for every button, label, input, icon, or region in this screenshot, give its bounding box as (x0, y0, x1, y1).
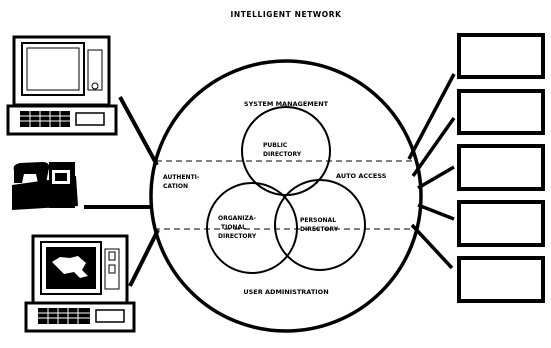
connector-box-5 (412, 225, 452, 268)
computer-terminal-with-map-icon (26, 236, 134, 331)
personal-directory-line2: DIRECTORY (300, 226, 339, 233)
connector-bottom-terminal (130, 230, 158, 286)
personal-directory-circle (275, 180, 365, 270)
user-administration-label: USER ADMINISTRATION (243, 288, 328, 296)
public-directory-line2: DIRECTORY (263, 151, 302, 158)
output-box-3 (459, 146, 543, 189)
output-box-5 (459, 258, 543, 301)
authentication-label-line2: CATION (163, 183, 188, 190)
connector-top-terminal (120, 97, 157, 165)
public-directory-line1: PUBLIC (263, 142, 288, 149)
output-box-1 (459, 35, 543, 77)
personal-directory-line1: PERSONAL (300, 217, 336, 224)
telephone-icon (12, 162, 78, 210)
connector-box-1 (409, 74, 454, 159)
computer-terminal-icon (8, 37, 116, 134)
organizational-directory-line2: TIONAL (221, 224, 246, 231)
system-management-label: SYSTEM MANAGEMENT (244, 100, 329, 108)
authentication-label-line1: AUTHENTI- (163, 174, 200, 181)
organizational-directory-line1: ORGANIZA- (218, 215, 257, 222)
auto-access-label: AUTO ACCESS (336, 172, 387, 180)
connector-box-4 (418, 205, 454, 219)
organizational-directory-line3: DIRECTORY (218, 233, 257, 240)
output-box-4 (459, 202, 543, 245)
diagram-title: INTELLIGENT NETWORK (230, 10, 342, 19)
connector-box-3 (418, 167, 454, 188)
connector-box-2 (413, 118, 454, 176)
output-box-2 (459, 91, 543, 133)
